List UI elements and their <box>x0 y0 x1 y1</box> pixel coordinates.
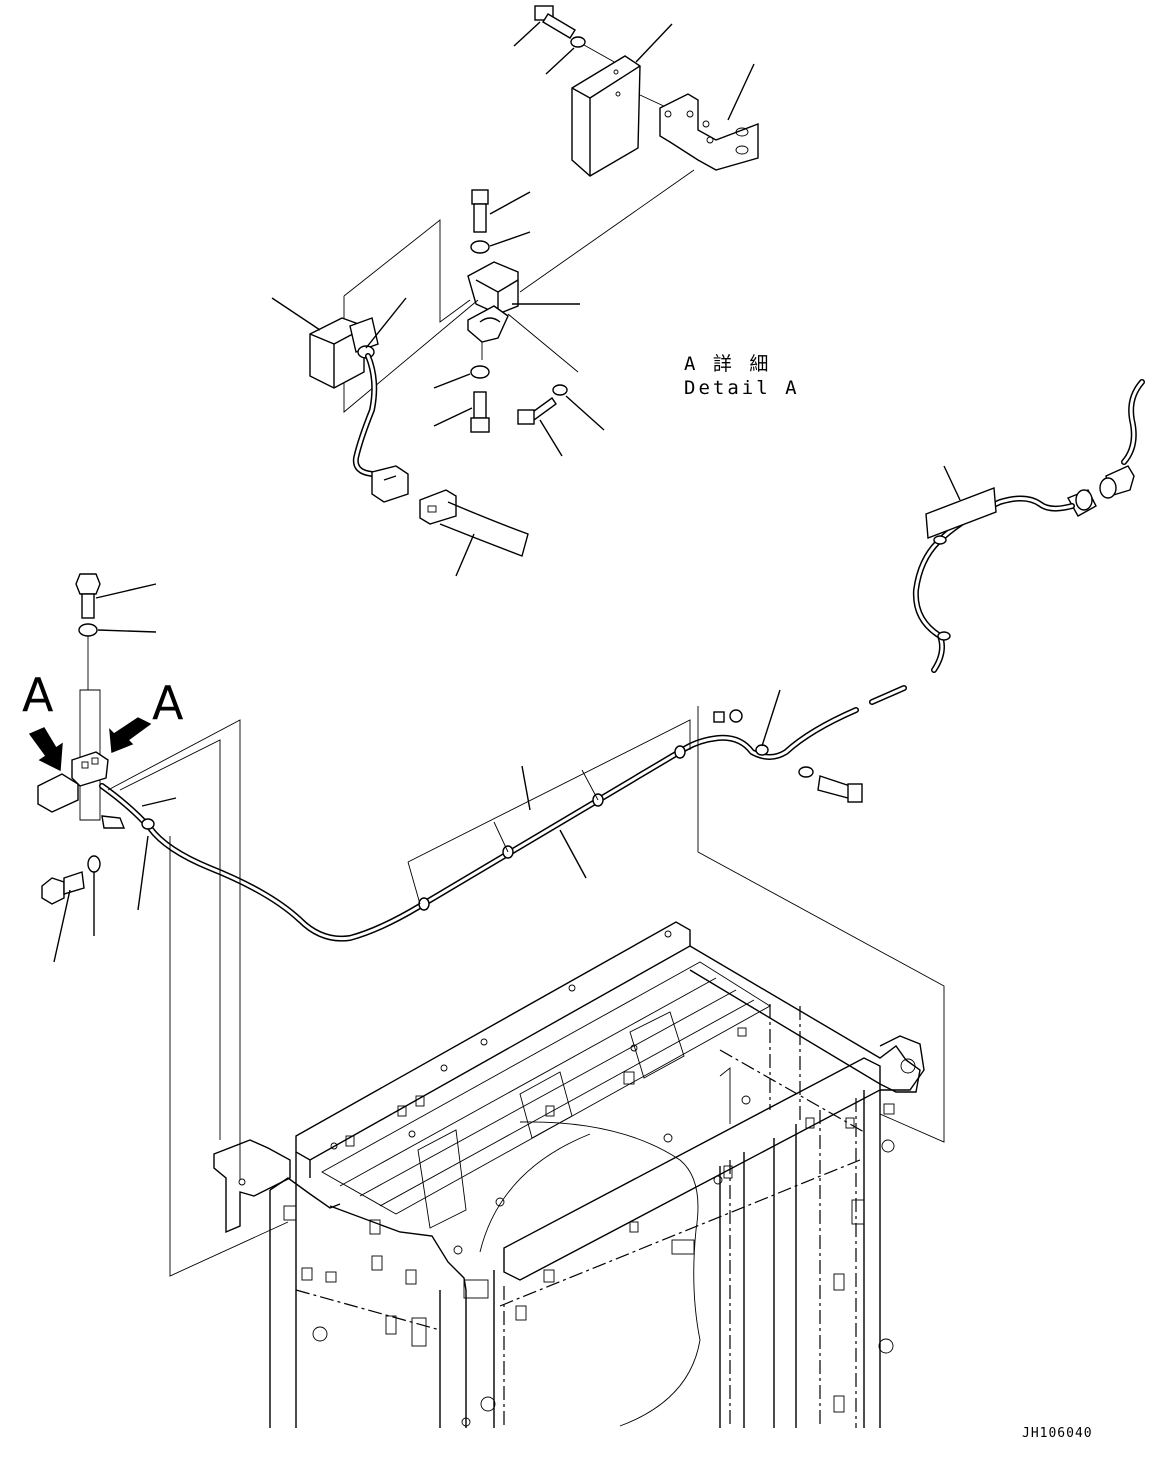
bolt-middle <box>471 189 531 233</box>
arrow-left <box>28 727 63 772</box>
washer-middle <box>470 231 531 254</box>
bolt-left-top <box>75 573 157 619</box>
connector-male <box>371 465 409 503</box>
bolt-top <box>513 5 576 47</box>
flange-bolt <box>517 397 563 457</box>
bolt-lower <box>433 391 490 433</box>
harness-end-connector <box>1067 379 1145 517</box>
view-marker-a-left: A <box>22 668 54 722</box>
left-mount <box>28 573 289 1277</box>
detail-a-assembly <box>271 5 759 577</box>
washer-top <box>545 36 586 75</box>
connector-female <box>419 489 457 525</box>
bolt-left-bottom <box>41 855 101 963</box>
cover-box <box>571 23 673 177</box>
switch-unit <box>37 751 109 813</box>
bolt-right <box>713 689 863 803</box>
arrow-right <box>109 717 152 753</box>
drawing-code: JH106040 <box>1022 1426 1093 1441</box>
washer-left-top <box>78 623 157 637</box>
main-harness <box>99 465 1075 1143</box>
detail-title-jp: A 詳 細 <box>684 353 772 375</box>
washer-lower <box>433 365 490 389</box>
mount-bracket <box>467 261 580 343</box>
bracket-upper <box>659 63 759 171</box>
view-marker-a-right: A <box>152 676 184 730</box>
nut-lower <box>552 384 605 431</box>
detail-title-en: Detail A <box>684 377 800 399</box>
relay-unit <box>271 297 407 389</box>
frame-structure <box>213 921 925 1428</box>
